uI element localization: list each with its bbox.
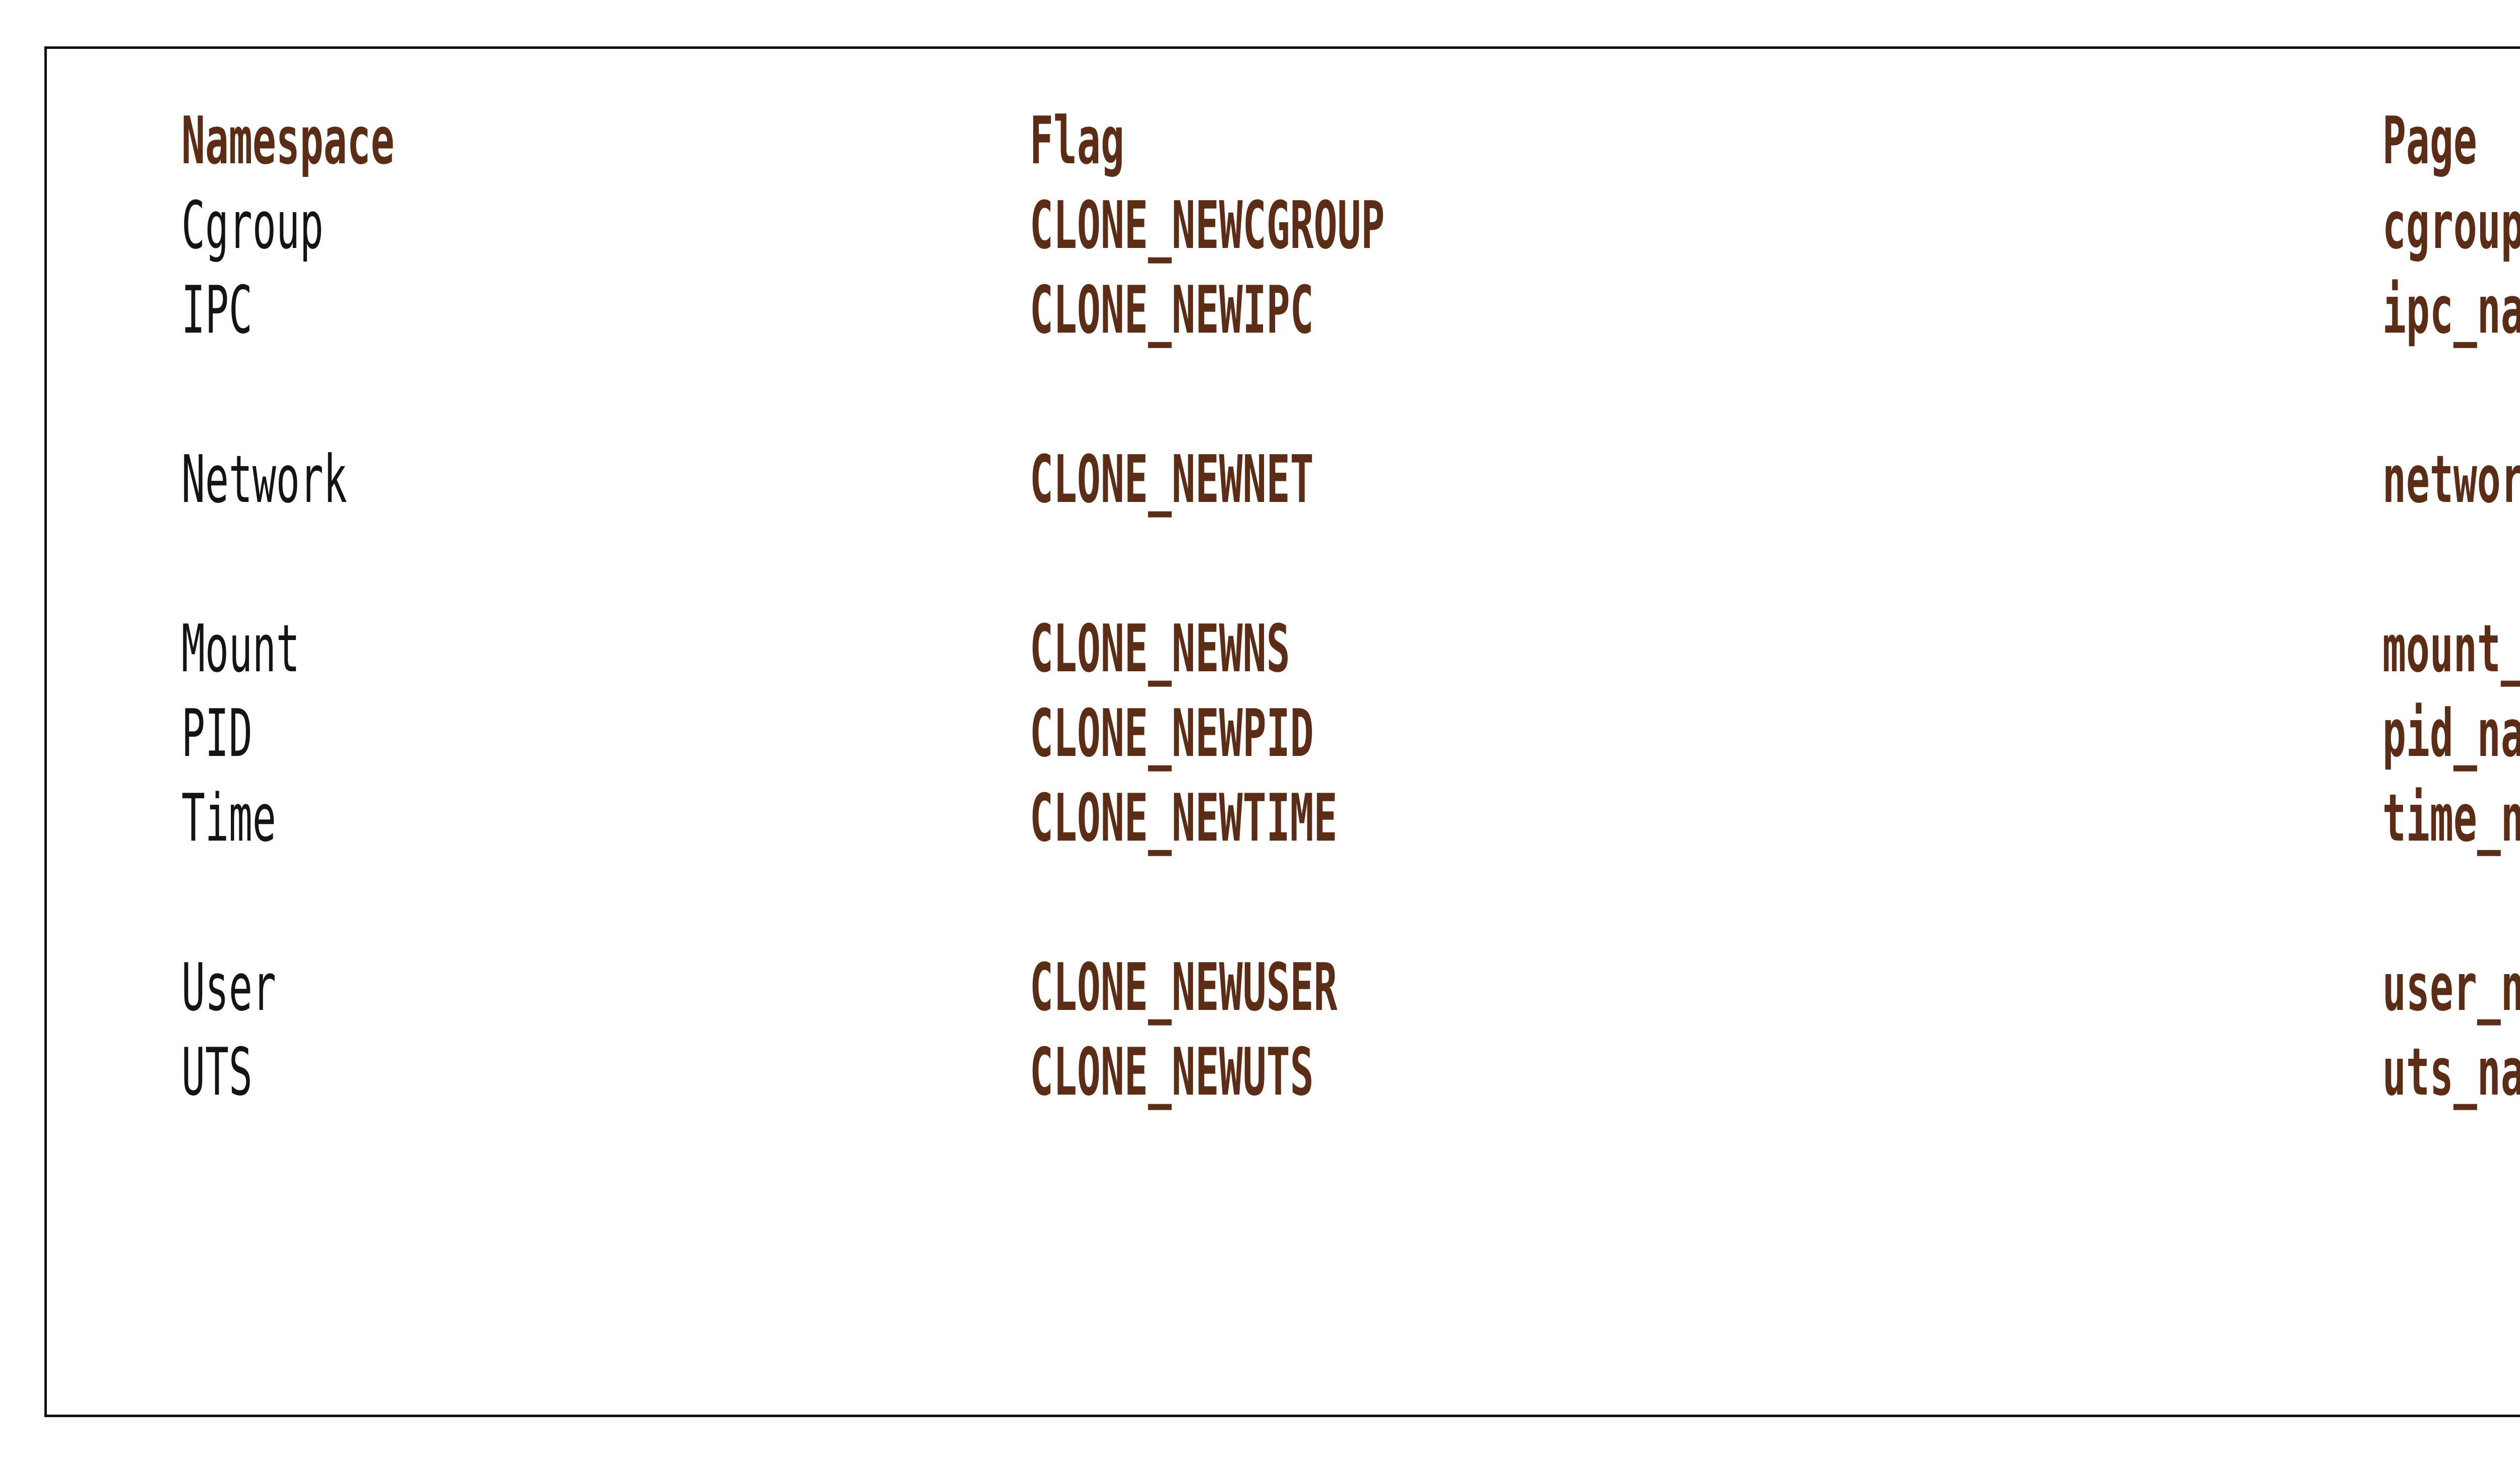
cell-namespace: Mount [181, 610, 300, 687]
cell-namespace: PID [181, 695, 253, 772]
column-header-page: Page [2382, 102, 2477, 179]
cell-namespace: Network [181, 441, 347, 518]
table-row: Network CLONE_NEWNET network_namespaces(7)… [103, 437, 2520, 606]
cell-page: ipc_namespaces(7) [2382, 268, 2520, 352]
table-row: UTSCLONE_NEWUTSuts_namespaces(7)Hostname… [103, 1030, 2520, 1199]
column-header-namespace: Namespace [181, 102, 395, 179]
man-page-name: network_namespaces [2382, 441, 2520, 518]
man-page-name: mount_namespaces [2382, 610, 2520, 687]
man-page-name: cgroup_namespaces [2382, 187, 2520, 264]
cell-flag: CLONE_NEWPID [1030, 695, 1314, 772]
cell-flag: CLONE_NEWUSER [1030, 949, 1338, 1026]
table-frame: Namespace Flag Page Isolates CgroupCLONE… [44, 46, 2520, 1417]
cell-namespace: IPC [181, 272, 253, 348]
cell-namespace: Time [181, 780, 276, 856]
cell-flag: CLONE_NEWNS [1030, 610, 1290, 687]
table-row: TimeCLONE_NEWTIMEtime_namespaces(7)Boot … [103, 776, 2520, 945]
man-page-name: pid_namespaces [2382, 695, 2520, 772]
man-page-name: time_namespaces [2382, 780, 2520, 856]
table-body: Cgroup CLONE_NEWCGROUP cgroup_namespaces(7… [103, 183, 2520, 1199]
cell-flag: CLONE_NEWCGROUP [1030, 187, 1385, 264]
namespaces-table: Namespace Flag Page Isolates CgroupCLONE… [103, 98, 2520, 1199]
cell-namespace: Cgroup [181, 187, 324, 264]
man-page-name: user_namespaces [2382, 949, 2520, 1026]
column-header-flag: Flag [1030, 102, 1124, 179]
cell-page: cgroup_namespaces(7) [2382, 183, 2520, 268]
cell-page: network_namespaces(7) [2382, 437, 2520, 522]
cell-page: uts_namespaces(7) [2382, 1030, 2520, 1114]
table-row: MountCLONE_NEWNSmount_namespaces(7)Mount… [103, 606, 2520, 691]
cell-flag: CLONE_NEWUTS [1030, 1034, 1314, 1110]
table-row: UserCLONE_NEWUSERuser_namespaces(7)User … [103, 945, 2520, 1030]
cell-flag: CLONE_NEWTIME [1030, 780, 1338, 856]
cell-page: user_namespaces(7) [2382, 945, 2520, 1030]
man-page-name: uts_namespaces [2382, 1034, 2520, 1110]
table-header-row: Namespace Flag Page Isolates [103, 98, 2520, 183]
cell-page: mount_namespaces(7) [2382, 606, 2520, 691]
cell-namespace: UTS [181, 1034, 253, 1110]
man-page-name: ipc_namespaces [2382, 272, 2520, 348]
cell-namespace: User [181, 949, 276, 1026]
cell-page: pid_namespaces(7) [2382, 691, 2520, 776]
table-row: Cgroup CLONE_NEWCGROUP cgroup_namespaces(7… [103, 183, 2520, 268]
cell-flag: CLONE_NEWNET [1030, 441, 1314, 518]
cell-page: time_namespaces(7) [2382, 776, 2520, 860]
table-row: PIDCLONE_NEWPIDpid_namespaces(7)Process … [103, 691, 2520, 776]
cell-flag: CLONE_NEWIPC [1030, 272, 1314, 348]
